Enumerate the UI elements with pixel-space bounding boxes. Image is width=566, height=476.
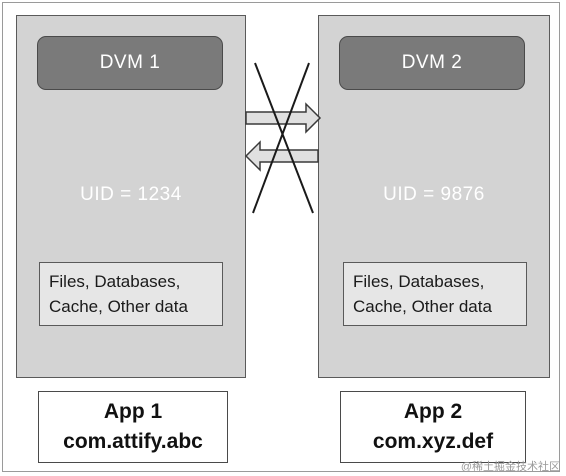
app1-name: App 1: [103, 400, 163, 423]
app2-name: App 2: [403, 400, 463, 423]
app2-package: com.xyz.def: [372, 430, 494, 453]
dvm1-box: DVM 1: [37, 36, 223, 90]
diagram-frame: [2, 2, 560, 472]
app2-data-line-1: Files, Databases,: [353, 272, 485, 291]
app1-package: com.attify.abc: [63, 430, 203, 453]
app2-data-box: Files, Databases, Cache, Other data: [343, 262, 527, 326]
app1-data-line-2: Cache, Other data: [49, 297, 188, 316]
app1-label-box: App 1 com.attify.abc: [38, 391, 228, 463]
app2-label-box: App 2 com.xyz.def: [340, 391, 526, 463]
app1-data-box: Files, Databases, Cache, Other data: [39, 262, 223, 326]
app2-uid-label: UID = 9876: [383, 184, 485, 205]
app1-uid-label: UID = 1234: [80, 184, 182, 205]
arrow-left-icon: [244, 140, 319, 172]
cross-line-2: [252, 62, 310, 214]
cross-line-1: [254, 62, 314, 214]
app2-container: DVM 2 UID = 9876 Files, Databases, Cache…: [318, 15, 550, 378]
dvm2-box: DVM 2: [339, 36, 525, 90]
app2-data-line-2: Cache, Other data: [353, 297, 492, 316]
watermark: @稀土掘金技术社区: [460, 461, 560, 473]
app1-data-line-1: Files, Databases,: [49, 272, 181, 291]
arrow-right-icon: [245, 102, 322, 134]
app1-container: DVM 1 UID = 1234 Files, Databases, Cache…: [16, 15, 246, 378]
